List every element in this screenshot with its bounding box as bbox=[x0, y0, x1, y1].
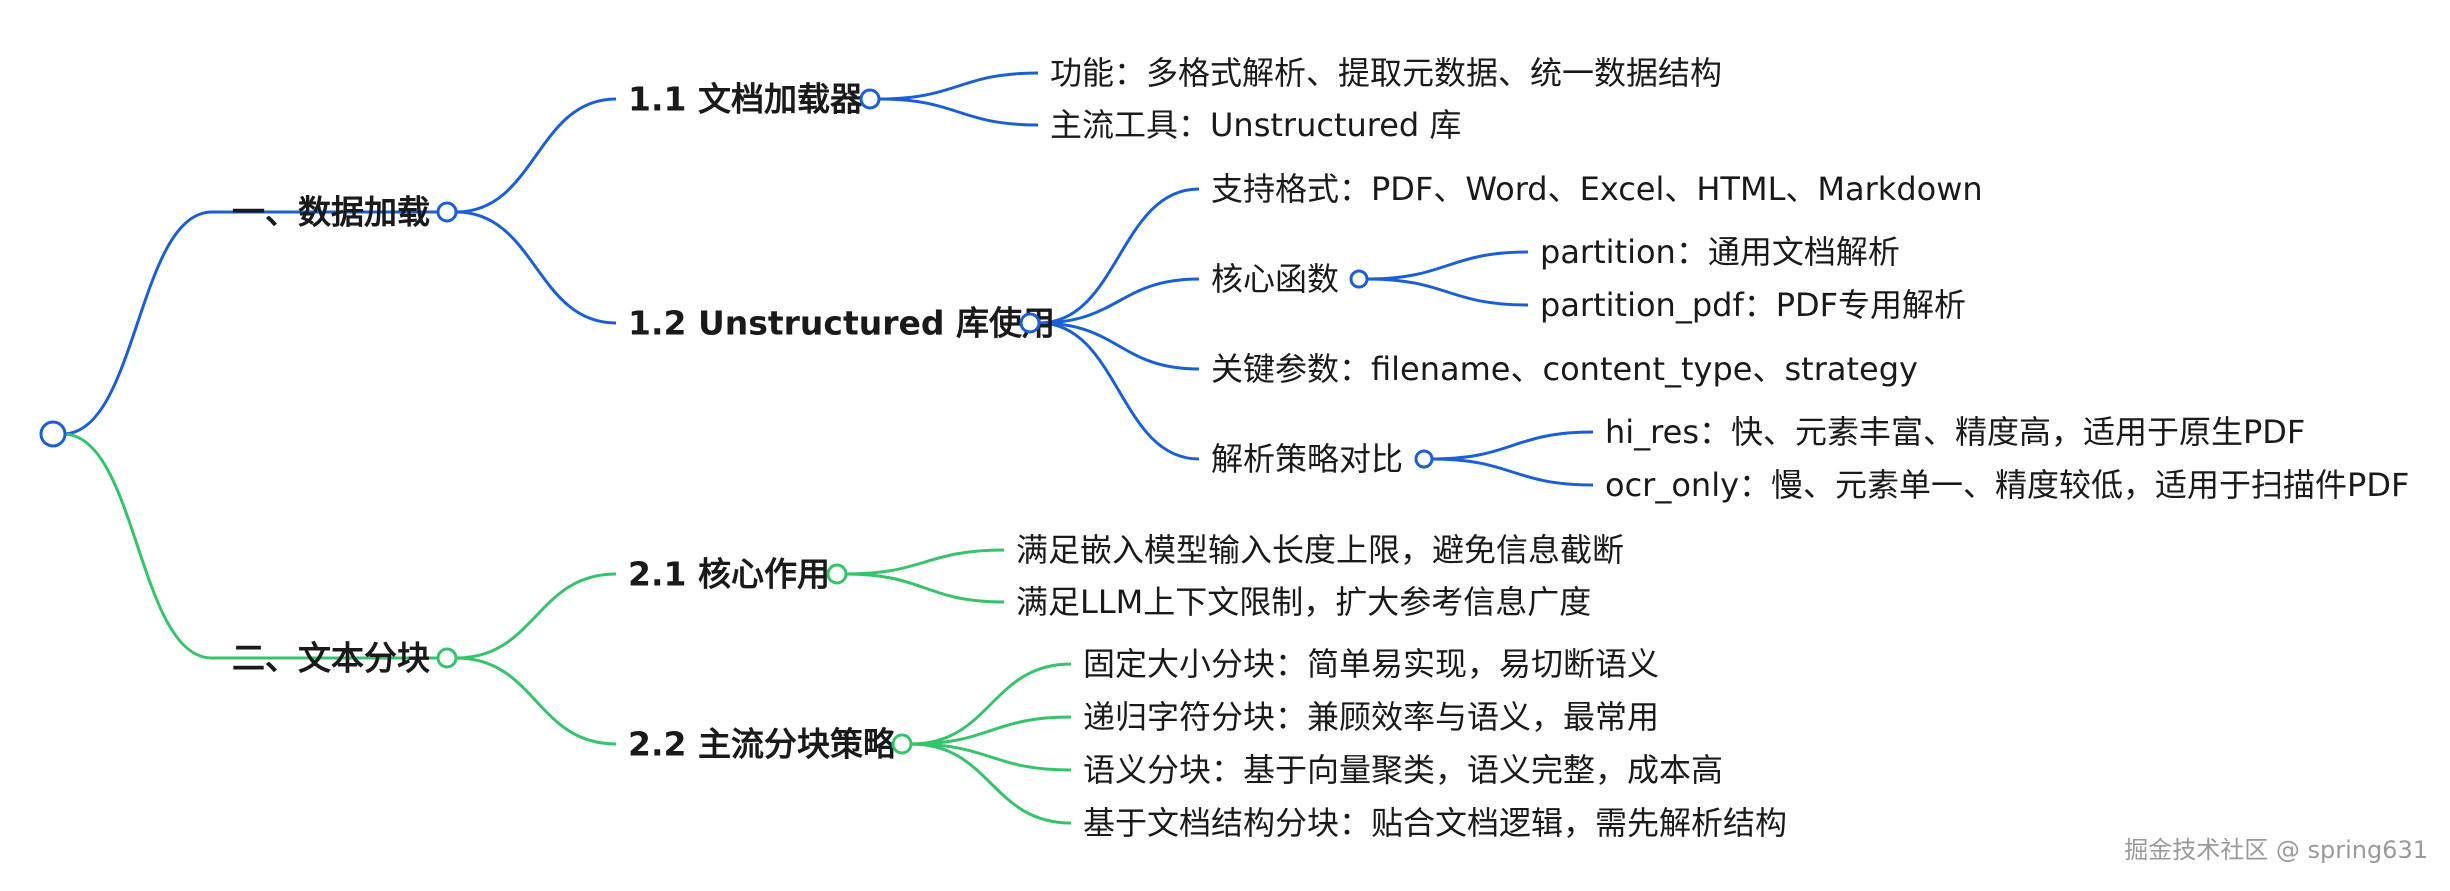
item-node-1-2-2[interactable] bbox=[1349, 269, 1369, 289]
edge-item-2-2-3 bbox=[910, 742, 1072, 772]
item-label-2-1-2: 满足LLM上下文限制，扩大参考信息广度 bbox=[1016, 583, 1591, 621]
subitem-label-1-2-4-1: hi_res：快、元素丰富、精度高，适用于原生PDF bbox=[1605, 413, 2305, 451]
section-label-1-1: 1.1 文档加载器 bbox=[628, 80, 864, 119]
edge-root-branch-2 bbox=[62, 432, 213, 660]
edge-item-2-2-2 bbox=[910, 715, 1072, 746]
item-label-1-2-3: 关键参数：filename、content_type、strategy bbox=[1211, 350, 1918, 388]
edge-subitem-1-2-4-1 bbox=[1431, 430, 1594, 461]
edge-section-1-2 bbox=[455, 210, 617, 325]
item-label-1-2-2: 核心函数 bbox=[1211, 260, 1339, 298]
item-label-1-2-1: 支持格式：PDF、Word、Excel、HTML、Markdown bbox=[1211, 170, 1983, 208]
section-node-1-1[interactable] bbox=[859, 88, 881, 110]
edge-section-2-2 bbox=[455, 656, 617, 746]
edge-item-2-2-1 bbox=[910, 662, 1072, 746]
edge-item-1-1-1 bbox=[878, 71, 1039, 101]
mindmap-nodes: 一、数据加载 1.1 文档加载器 功能：多格式解析、提取元数据、统一数据结构主流工具… bbox=[39, 54, 2409, 842]
section-label-2-1: 2.1 核心作用 bbox=[628, 555, 830, 594]
item-label-1-1-2: 主流工具：Unstructured 库 bbox=[1050, 106, 1461, 144]
edge-item-2-1-2 bbox=[845, 572, 1005, 604]
edge-item-2-1-1 bbox=[845, 548, 1005, 576]
edge-root-branch-1 bbox=[62, 210, 213, 436]
item-node-1-2-4[interactable] bbox=[1414, 449, 1434, 469]
edge-subitem-1-2-4-2 bbox=[1431, 457, 1594, 487]
root-node[interactable] bbox=[39, 420, 67, 448]
edge-subitem-1-2-2-1 bbox=[1366, 250, 1529, 281]
edge-section-1-1 bbox=[455, 97, 617, 214]
section-label-1-2: 1.2 Unstructured 库使用 bbox=[628, 304, 1055, 343]
branch-node-1[interactable] bbox=[436, 201, 458, 223]
item-label-2-1-1: 满足嵌入模型输入长度上限，避免信息截断 bbox=[1016, 531, 1624, 569]
item-label-2-2-3: 语义分块：基于向量聚类，语义完整，成本高 bbox=[1083, 751, 1723, 789]
mindmap-edges bbox=[62, 71, 1594, 825]
edge-section-2-1 bbox=[455, 572, 617, 660]
edge-item-1-2-1 bbox=[1038, 187, 1200, 325]
section-node-2-2[interactable] bbox=[891, 733, 913, 755]
edge-item-1-2-3 bbox=[1038, 321, 1200, 371]
edge-item-1-2-2 bbox=[1038, 277, 1200, 325]
subitem-label-1-2-2-1: partition：通用文档解析 bbox=[1540, 233, 1900, 271]
edge-item-1-2-4 bbox=[1038, 321, 1200, 461]
branch-node-2[interactable] bbox=[436, 647, 458, 669]
item-label-1-1-1: 功能：多格式解析、提取元数据、统一数据结构 bbox=[1050, 54, 1722, 92]
item-label-1-2-4: 解析策略对比 bbox=[1211, 440, 1403, 478]
section-node-2-1[interactable] bbox=[826, 563, 848, 585]
subitem-label-1-2-2-2: partition_pdf：PDF专用解析 bbox=[1540, 286, 1966, 324]
subitem-label-1-2-4-2: ocr_only：慢、元素单一、精度较低，适用于扫描件PDF bbox=[1605, 466, 2409, 504]
branch-label-2: 二、文本分块 bbox=[232, 639, 430, 678]
item-label-2-2-2: 递归字符分块：兼顾效率与语义，最常用 bbox=[1083, 698, 1659, 736]
section-label-2-2: 2.2 主流分块策略 bbox=[628, 725, 897, 764]
edge-item-2-2-4 bbox=[910, 742, 1072, 825]
branch-label-1: 一、数据加载 bbox=[232, 193, 430, 232]
item-label-2-2-1: 固定大小分块：简单易实现，易切断语义 bbox=[1083, 645, 1659, 683]
section-node-1-2[interactable] bbox=[1019, 312, 1041, 334]
edge-item-1-1-2 bbox=[878, 97, 1039, 127]
watermark: 掘金技术社区 @ spring631 bbox=[2124, 836, 2428, 864]
item-label-2-2-4: 基于文档结构分块：贴合文档逻辑，需先解析结构 bbox=[1083, 804, 1787, 842]
edge-subitem-1-2-2-2 bbox=[1366, 277, 1529, 307]
